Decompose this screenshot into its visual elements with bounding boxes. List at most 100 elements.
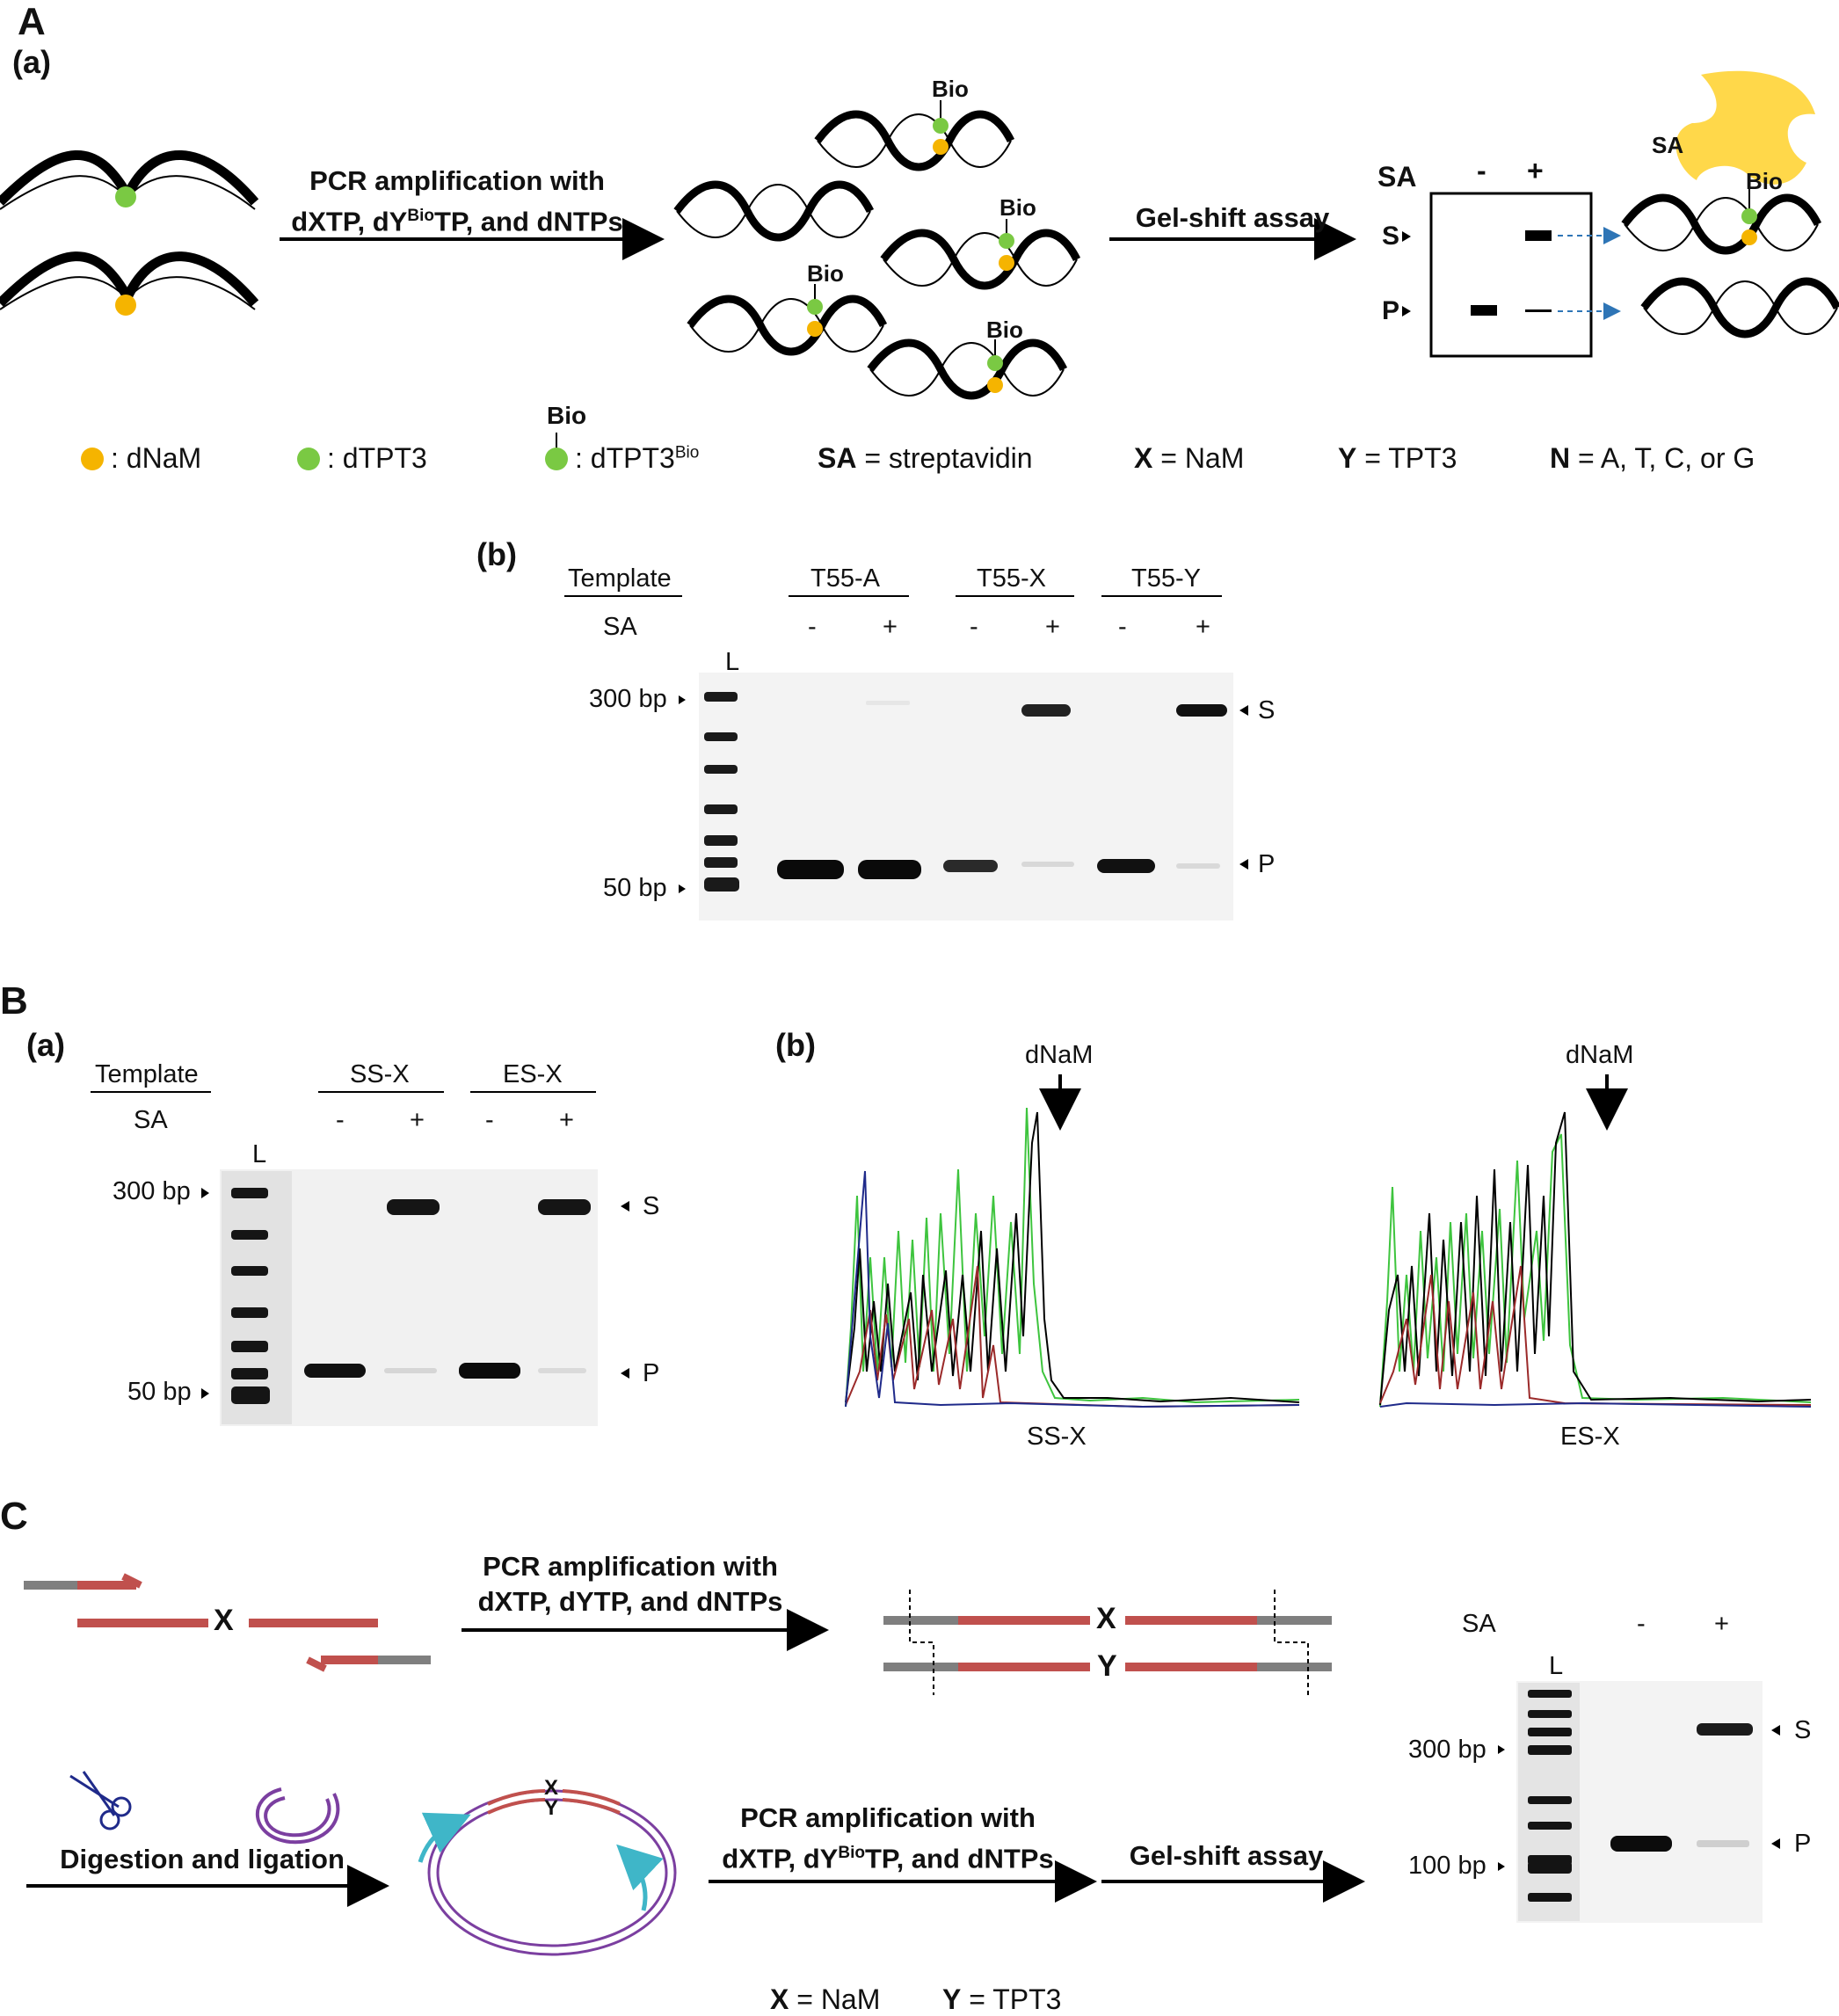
dnam-label-2: dNaM xyxy=(1566,1041,1634,1069)
gel-A-b xyxy=(564,595,1248,921)
lane-group-t55-y: T55-Y xyxy=(1131,564,1201,593)
dnam-label-1: dNaM xyxy=(1025,1041,1094,1069)
gel-shift-label-c: Gel-shift assay xyxy=(1129,1840,1324,1871)
legend-dtpt3bio-dot xyxy=(545,448,568,470)
template-label-b: Template xyxy=(95,1060,199,1088)
gel-sa-label: SA xyxy=(1377,161,1417,193)
bio-label-sa: Bio xyxy=(1746,168,1783,194)
helix-products xyxy=(673,110,1081,400)
band-p-label: P xyxy=(1258,850,1276,878)
marker-50-b: 50 bp xyxy=(127,1378,192,1406)
gel-plus: + xyxy=(1527,155,1544,186)
lane-group-es-x: ES-X xyxy=(503,1060,563,1088)
sign-minus-c: - xyxy=(1637,1610,1646,1638)
pcr-step-label-c2: PCR amplification with dXTP, dYBioTP, an… xyxy=(722,1802,1054,1874)
panel-letter-b: B xyxy=(0,979,28,1023)
sequencing-trace-ss-x xyxy=(845,1107,1300,1408)
schematic-band-p-minus xyxy=(1471,305,1497,316)
bio-label-2: Bio xyxy=(999,194,1036,221)
sign-plus-c: + xyxy=(1714,1610,1729,1638)
gel-minus: - xyxy=(1477,155,1486,186)
primer-template-schematic xyxy=(24,1573,431,1672)
sub-letter-b-b: (b) xyxy=(775,1027,816,1063)
footer-x: X = NaM xyxy=(770,1983,881,2015)
gel-C xyxy=(1498,1681,1780,1923)
marker-100-c: 100 bp xyxy=(1408,1852,1486,1880)
ladder-label: L xyxy=(725,648,740,676)
plasmid-y: Y xyxy=(544,1796,559,1820)
legend-bio: Bio xyxy=(547,402,587,429)
ladder-label-c: L xyxy=(1549,1652,1564,1680)
sub-letter-b-a: (a) xyxy=(26,1027,65,1063)
sign: - xyxy=(1118,613,1127,641)
legend-dnam-dot xyxy=(81,448,104,470)
sa-row-label-b: SA xyxy=(134,1106,168,1134)
marker-300-b: 300 bp xyxy=(113,1177,191,1205)
panel-letter-a: A xyxy=(18,0,46,43)
template-dna-dtpt3 xyxy=(0,251,259,316)
sign: - xyxy=(485,1106,494,1134)
sign: + xyxy=(883,613,898,641)
schematic-gel xyxy=(1429,192,1593,358)
linear-vector-icon xyxy=(256,1787,340,1845)
legend-n: N = A, T, C, or G xyxy=(1550,442,1755,474)
schematic-band-p-plus xyxy=(1525,309,1552,312)
pcr-step-label-c1: PCR amplification with dXTP, dYTP, and d… xyxy=(477,1551,783,1617)
legend-dnam: : dNaM xyxy=(111,442,202,474)
legend-dtpt3-dot xyxy=(297,448,320,470)
template-x: X xyxy=(214,1604,234,1637)
gel-shift-label: Gel-shift assay xyxy=(1135,202,1330,233)
product-x: X xyxy=(1096,1602,1116,1635)
sign: - xyxy=(808,613,817,641)
band-s-label-c: S xyxy=(1794,1716,1812,1744)
legend-dtpt3: : dTPT3 xyxy=(327,442,427,474)
bio-label-4: Bio xyxy=(986,317,1023,343)
band-p-label-c: P xyxy=(1794,1830,1812,1858)
sa-label-c: SA xyxy=(1462,1610,1496,1638)
pcr-product-schematic xyxy=(883,1590,1332,1695)
bio-label-3: Bio xyxy=(807,260,844,287)
legend-dtpt3bio: : dTPT3Bio xyxy=(575,442,700,474)
template-label: Template xyxy=(568,564,672,593)
lane-group-ss-x: SS-X xyxy=(350,1060,410,1088)
band-p-label-b: P xyxy=(643,1359,660,1387)
pcr-step-label: PCR amplification with dXTP, dYBioTP, an… xyxy=(291,165,623,237)
legend-x: X = NaM xyxy=(1134,442,1245,474)
marker-300: 300 bp xyxy=(589,685,667,713)
trace-label-es-x: ES-X xyxy=(1560,1423,1620,1451)
template-dna-dnam xyxy=(0,150,259,210)
bio-label-1: Bio xyxy=(932,76,969,102)
sub-letter-a-a: (a) xyxy=(12,44,51,80)
legend-y: Y = TPT3 xyxy=(1338,442,1457,474)
marker-300-c: 300 bp xyxy=(1408,1736,1486,1764)
band-s-label: S xyxy=(1258,696,1276,724)
plasmid-diagram xyxy=(418,1789,677,1956)
lane-group-t55-a: T55-A xyxy=(810,564,880,593)
digestion-ligation-label: Digestion and ligation xyxy=(60,1844,345,1874)
streptavidin-shape xyxy=(1675,70,1815,185)
ladder-label-b: L xyxy=(252,1140,267,1168)
band-s-label-b: S xyxy=(643,1192,660,1220)
scissors-icon xyxy=(69,1771,132,1830)
gel-s-label: S xyxy=(1382,222,1400,251)
gel-B-a xyxy=(91,1091,629,1426)
sign: + xyxy=(1045,613,1060,641)
dnam-dot xyxy=(115,295,136,316)
sub-letter-a-b: (b) xyxy=(476,536,517,572)
sign: + xyxy=(1196,613,1210,641)
sequencing-trace-es-x xyxy=(1379,1111,1812,1408)
footer-y: Y = TPT3 xyxy=(942,1983,1062,2015)
plasmid-x: X xyxy=(544,1776,559,1800)
trace-label-ss-x: SS-X xyxy=(1027,1423,1087,1451)
sign: + xyxy=(410,1106,425,1134)
sa-label: SA xyxy=(1652,132,1684,158)
sign: + xyxy=(559,1106,574,1134)
legend-sa: SA = streptavidin xyxy=(818,442,1033,474)
sign: - xyxy=(336,1106,345,1134)
sa-row-label: SA xyxy=(603,613,637,641)
panel-letter-c: C xyxy=(0,1495,28,1538)
unshifted-product xyxy=(1640,277,1839,338)
dtpt3-dot xyxy=(115,186,136,207)
lane-group-t55-x: T55-X xyxy=(977,564,1046,593)
